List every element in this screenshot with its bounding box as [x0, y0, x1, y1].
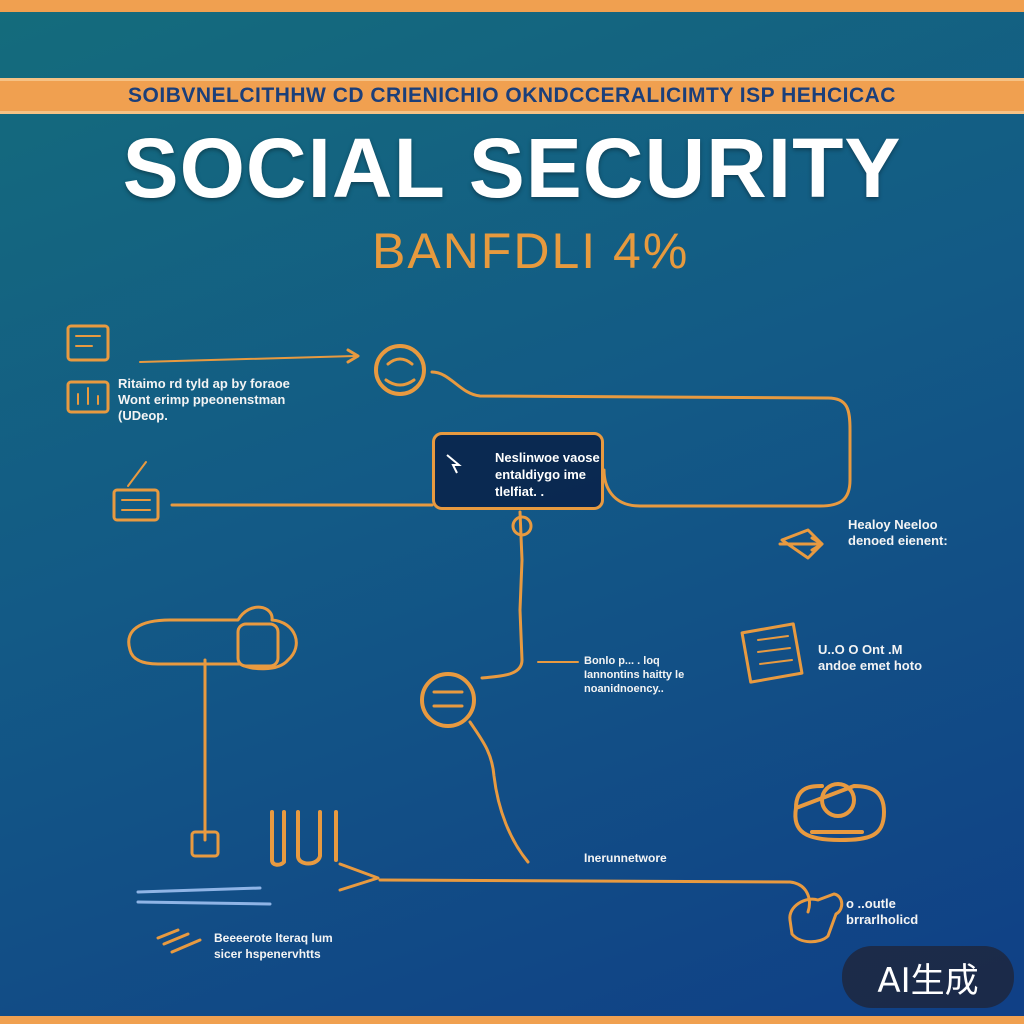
bottom-frame-bar — [0, 1016, 1024, 1024]
center-link-node — [511, 515, 533, 537]
label-bottom-right: o ..outle brrarlholicd — [846, 896, 919, 927]
document-icon — [66, 324, 110, 362]
pen-icon — [127, 461, 147, 487]
calculator-icon — [112, 488, 160, 522]
label-top-left: Ritaimo rd tyld ap by foraoe Wont erimp … — [118, 376, 290, 423]
label-bottom-center: Inerunnetwore — [584, 851, 667, 865]
stack-icon — [136, 886, 272, 906]
label-right-upper: Healoy Neeloo denoed eienent: — [848, 517, 948, 548]
connector-vertical-center — [480, 510, 524, 680]
banner-text: SOIBVNELCITHHW CD CRIENICHIO OKNDCCERALI… — [128, 84, 896, 107]
small-box-icon — [190, 830, 220, 858]
arrows-icon — [156, 928, 202, 954]
info-callout: Neslinwoe vaose entaldiygo ime tlelfiat.… — [432, 432, 604, 510]
ai-generated-badge: AI生成 — [842, 946, 1014, 1008]
piggy-bank-icon — [127, 605, 298, 671]
chart-icon — [66, 380, 110, 414]
header-banner: SOIBVNELCITHHW CD CRIENICHIO OKNDCCERALI… — [0, 78, 1024, 114]
hand-coin-icon — [788, 892, 844, 944]
connector-top-arrow-head — [346, 348, 360, 364]
callout-text: Neslinwoe vaose entaldiygo ime tlelfiat.… — [495, 450, 600, 499]
connector-loop-top — [430, 370, 852, 508]
label-bottom-left: Beeeerote lteraq lum sicer hspenervhtts — [214, 931, 333, 961]
connector-bottom-horizontal — [378, 878, 811, 914]
document-grid-icon — [740, 622, 804, 684]
top-frame-bar — [0, 0, 1024, 12]
hands-icon — [270, 810, 338, 867]
label-center-right: Bonlo p... . loq Iannontins haitty le no… — [584, 655, 685, 695]
page-title: SOCIAL SECURITY — [122, 121, 902, 215]
flag-icon — [780, 528, 824, 560]
label-right-middle: U..O O Ont .M andoe emet hoto — [818, 642, 923, 673]
connector-bottom-arrow — [338, 862, 380, 892]
page-subtitle: BANFDLI 4% — [372, 223, 690, 279]
pointer-icon — [446, 454, 462, 474]
wallet-icon — [236, 622, 280, 668]
ai-badge-text: AI生成 — [877, 960, 979, 1001]
person-node-center — [420, 672, 476, 728]
connector-center-down — [468, 720, 530, 864]
person-node-top — [374, 344, 426, 396]
connector-top-arrow — [139, 355, 356, 363]
